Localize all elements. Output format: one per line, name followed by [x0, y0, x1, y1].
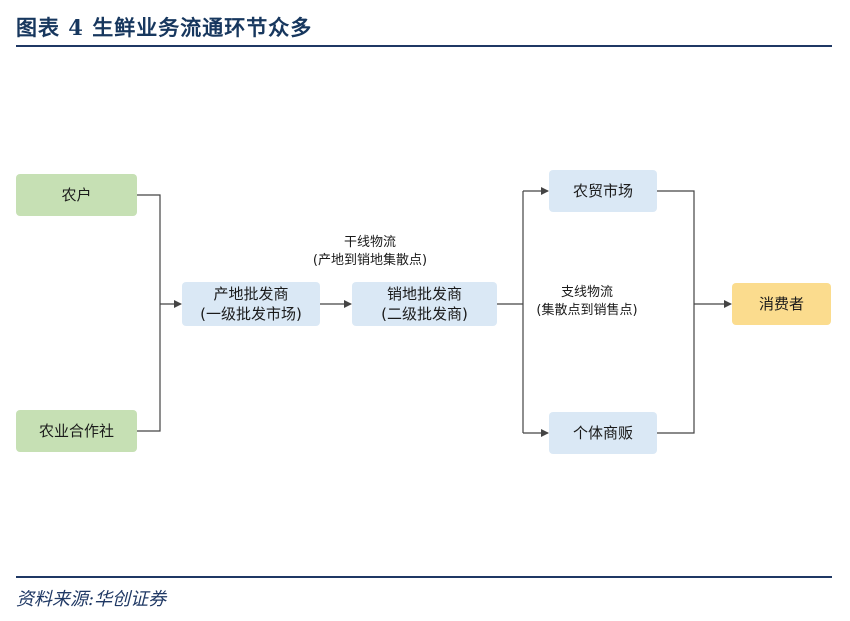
node-sales-wholesaler-line1: 销地批发商 [386, 285, 462, 303]
node-farmer-label: 农户 [61, 186, 92, 204]
bottom-divider [16, 576, 832, 578]
top-divider [16, 45, 832, 47]
node-farm-market-label: 农贸市场 [572, 182, 633, 200]
node-consumer: 消费者 [732, 283, 831, 325]
connector-vendor [657, 304, 695, 434]
figure-title: 图表 4 生鲜业务流通环节众多 [16, 15, 313, 40]
node-sales-wholesaler: 销地批发商 (二级批发商) [352, 282, 497, 326]
node-coop-label: 农业合作社 [38, 422, 114, 440]
label-trunk-logistics-line2: (产地到销地集散点) [312, 253, 428, 268]
label-branch-logistics-line1: 支线物流 [560, 285, 613, 300]
node-farmer: 农户 [16, 174, 137, 216]
connector-farmer [137, 194, 161, 304]
node-vendor: 个体商贩 [549, 412, 657, 454]
connector-farm-market [657, 190, 695, 304]
node-farm-market: 农贸市场 [549, 170, 657, 212]
node-origin-wholesaler: 产地批发商 (一级批发市场) [182, 282, 320, 326]
node-sales-wholesaler-line2: (二级批发商) [381, 305, 468, 323]
node-vendor-label: 个体商贩 [572, 424, 633, 442]
label-trunk-logistics: 干线物流 (产地到销地集散点) [285, 234, 455, 270]
source-note: 资料来源:华创证券 [16, 589, 167, 610]
node-origin-wholesaler-line1: 产地批发商 [213, 285, 289, 303]
label-branch-logistics: 支线物流 (集散点到销售点) [512, 284, 662, 320]
label-branch-logistics-line2: (集散点到销售点) [536, 303, 638, 318]
connector-coop [137, 304, 161, 432]
node-coop: 农业合作社 [16, 410, 137, 452]
node-origin-wholesaler-line2: (一级批发市场) [200, 305, 302, 323]
label-trunk-logistics-line1: 干线物流 [343, 235, 396, 250]
node-consumer-label: 消费者 [758, 295, 804, 313]
